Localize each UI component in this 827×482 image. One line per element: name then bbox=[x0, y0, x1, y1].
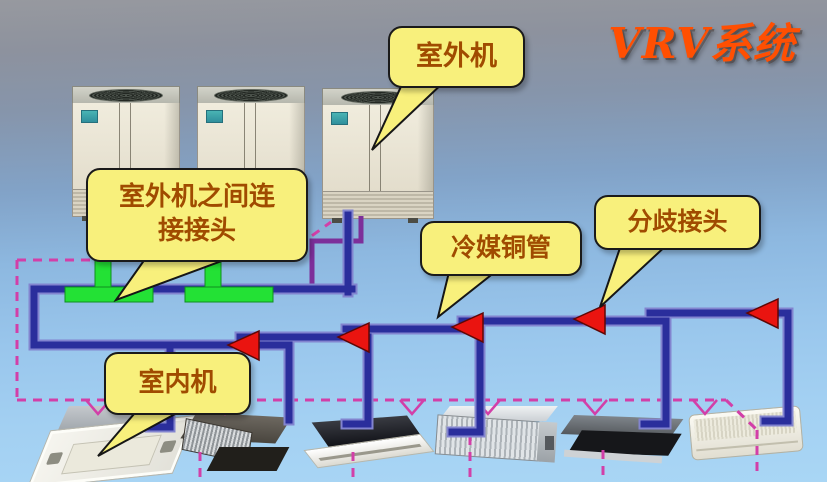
callout-refrigerant-pipe-label: 冷媒铜管 bbox=[450, 233, 551, 263]
outdoor-unit-3-body bbox=[322, 105, 434, 191]
callout-outdoor-connection: 室外机之间连 接接头 bbox=[86, 168, 308, 262]
joint-bar bbox=[184, 286, 274, 303]
callout-outdoor-unit: 室外机 bbox=[388, 26, 525, 88]
callout-branch-joint-label: 分歧接头 bbox=[627, 207, 728, 237]
outdoor-unit-3-vents bbox=[322, 191, 434, 219]
callout-tail-branch-joint bbox=[599, 241, 673, 308]
outdoor-unit-1-top bbox=[72, 86, 180, 103]
callout-outdoor-unit-label: 室外机 bbox=[416, 41, 497, 73]
brand-logo bbox=[331, 112, 348, 125]
callout-refrigerant-pipe: 冷媒铜管 bbox=[420, 221, 582, 276]
flow-arrow-icon bbox=[572, 303, 606, 336]
callout-tail-outdoor-unit bbox=[371, 79, 449, 151]
callout-tails bbox=[97, 79, 673, 457]
fan-grille-icon bbox=[89, 89, 163, 102]
callout-outdoor-connection-line1: 室外机之间连 bbox=[118, 182, 275, 213]
flow-arrows bbox=[226, 297, 779, 362]
flow-arrow-icon bbox=[745, 297, 779, 330]
page-title: VRV系统 bbox=[608, 19, 796, 68]
secondary-refrigerant-pipe bbox=[309, 216, 364, 288]
outdoor-unit-2-top bbox=[197, 86, 305, 103]
indoor-unit-slim-duct bbox=[434, 406, 558, 468]
callout-branch-joint: 分歧接头 bbox=[594, 195, 761, 250]
fan-grille-icon bbox=[214, 89, 288, 102]
callout-outdoor-connection-line2: 接接头 bbox=[157, 216, 236, 246]
callout-indoor-unit: 室内机 bbox=[104, 352, 251, 415]
slimduct-control-box bbox=[545, 436, 554, 450]
flow-arrow-icon bbox=[226, 329, 260, 362]
brand-logo bbox=[81, 110, 98, 123]
callout-indoor-unit-label: 室内机 bbox=[138, 367, 217, 398]
brand-logo bbox=[206, 110, 223, 123]
refrigerant-pipe-main bbox=[30, 211, 792, 436]
flow-arrow-icon bbox=[450, 311, 484, 344]
flow-arrow-icon bbox=[336, 321, 370, 354]
